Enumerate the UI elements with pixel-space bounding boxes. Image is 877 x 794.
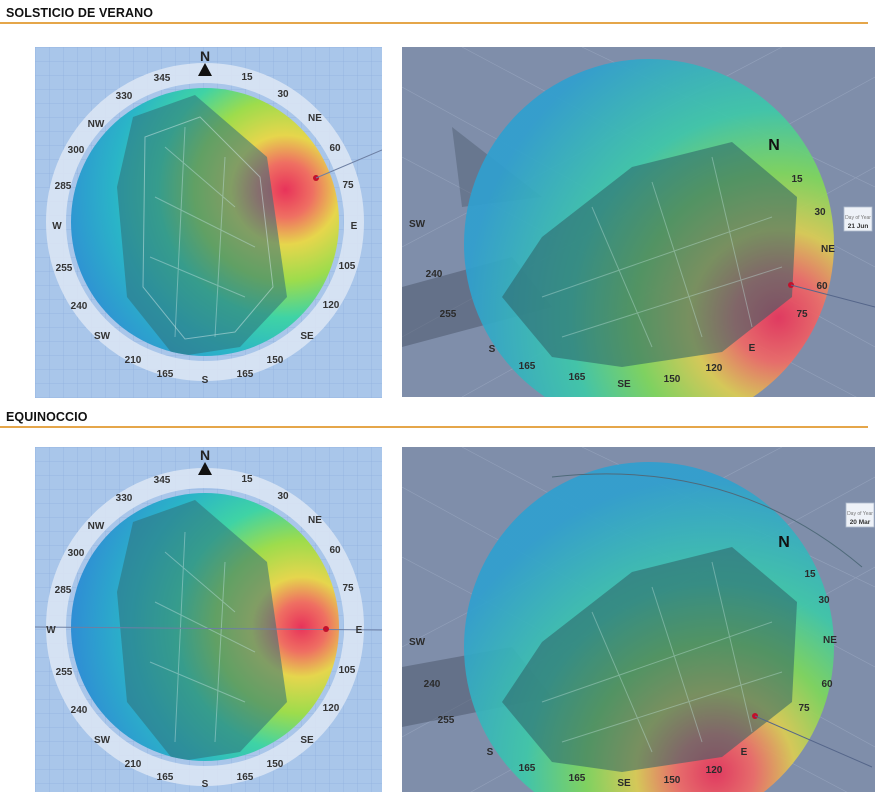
compass-labels: SW 240 255 S 165 165 SE 150 120 E 75 NE … [409, 569, 837, 789]
svg-text:SW: SW [409, 637, 426, 648]
solstice-top-view: N NW 330 345 15 30 NE 60 75 E 105 120 SE… [35, 47, 382, 398]
svg-text:240: 240 [71, 301, 88, 312]
svg-text:120: 120 [706, 765, 723, 776]
north-label: N [768, 137, 780, 154]
svg-text:165: 165 [237, 772, 254, 783]
svg-text:NE: NE [308, 515, 322, 526]
svg-text:150: 150 [664, 775, 681, 786]
svg-text:15: 15 [241, 474, 253, 485]
svg-text:75: 75 [342, 583, 354, 594]
date-label: 20 Mar [850, 519, 871, 526]
svg-text:345: 345 [154, 475, 171, 486]
svg-text:165: 165 [237, 369, 254, 380]
svg-text:E: E [741, 747, 748, 758]
svg-text:240: 240 [71, 705, 88, 716]
svg-text:210: 210 [125, 759, 142, 770]
svg-text:285: 285 [55, 585, 72, 596]
north-label: N [200, 447, 210, 463]
svg-text:165: 165 [569, 773, 586, 784]
svg-text:SE: SE [300, 331, 314, 342]
svg-text:255: 255 [440, 309, 457, 320]
svg-text:NW: NW [88, 119, 105, 130]
svg-text:15: 15 [804, 569, 816, 580]
compass-labels: NW 330 345 15 30 NE 60 75 E 105 120 SE 1… [52, 72, 357, 386]
svg-text:150: 150 [267, 759, 284, 770]
svg-text:NE: NE [823, 635, 837, 646]
svg-text:240: 240 [424, 679, 441, 690]
svg-text:330: 330 [116, 493, 133, 504]
svg-text:NW: NW [88, 521, 105, 532]
svg-text:30: 30 [277, 89, 289, 100]
svg-text:345: 345 [154, 73, 171, 84]
compass-labels: SW 240 255 S 165 165 SE 150 120 E 75 NE … [409, 174, 835, 390]
section-title-solstice: SOLSTICIO DE VERANO [6, 6, 154, 20]
svg-text:285: 285 [55, 181, 72, 192]
svg-text:60: 60 [329, 143, 341, 154]
svg-text:SE: SE [617, 379, 631, 390]
svg-text:30: 30 [277, 491, 289, 502]
svg-text:165: 165 [157, 369, 174, 380]
svg-text:30: 30 [814, 207, 826, 218]
svg-text:300: 300 [68, 548, 85, 559]
svg-text:75: 75 [798, 703, 810, 714]
svg-text:60: 60 [821, 679, 833, 690]
svg-text:60: 60 [329, 545, 341, 556]
svg-text:W: W [52, 221, 62, 232]
svg-text:105: 105 [339, 261, 356, 272]
svg-text:30: 30 [818, 595, 830, 606]
svg-text:NE: NE [308, 113, 322, 124]
svg-text:165: 165 [519, 361, 536, 372]
svg-text:210: 210 [125, 355, 142, 366]
svg-text:SE: SE [300, 735, 314, 746]
svg-text:SW: SW [94, 331, 111, 342]
svg-text:165: 165 [569, 372, 586, 383]
svg-text:75: 75 [342, 180, 354, 191]
svg-text:165: 165 [519, 763, 536, 774]
svg-text:W: W [46, 625, 56, 636]
svg-text:255: 255 [56, 667, 73, 678]
equinox-top-view: N NW 330 345 15 30 NE 60 75 E 105 120 SE… [35, 447, 382, 792]
svg-text:E: E [351, 221, 358, 232]
svg-text:60: 60 [816, 281, 828, 292]
equinox-perspective-view: Day of Year 20 Mar N SW 240 255 S 165 16… [402, 447, 875, 792]
svg-text:150: 150 [267, 355, 284, 366]
svg-text:120: 120 [323, 703, 340, 714]
svg-text:165: 165 [157, 772, 174, 783]
svg-text:75: 75 [796, 309, 808, 320]
section-divider [0, 22, 868, 24]
svg-text:S: S [202, 779, 209, 790]
svg-text:S: S [489, 344, 496, 355]
svg-text:330: 330 [116, 91, 133, 102]
svg-text:15: 15 [791, 174, 803, 185]
section-divider [0, 426, 868, 428]
compass-labels: NW 330 345 15 30 NE 60 75 E 105 120 SE 1… [46, 474, 362, 790]
svg-text:150: 150 [664, 374, 681, 385]
svg-text:255: 255 [438, 715, 455, 726]
svg-text:S: S [487, 747, 494, 758]
svg-text:Day of Year: Day of Year [845, 215, 871, 221]
svg-text:105: 105 [339, 665, 356, 676]
section-title-equinox: EQUINOCCIO [6, 410, 88, 424]
north-label: N [200, 48, 210, 64]
svg-text:S: S [202, 375, 209, 386]
svg-text:Day of Year: Day of Year [847, 511, 873, 517]
svg-text:15: 15 [241, 72, 253, 83]
svg-text:255: 255 [56, 263, 73, 274]
svg-text:120: 120 [706, 363, 723, 374]
svg-text:240: 240 [426, 269, 443, 280]
svg-text:120: 120 [323, 300, 340, 311]
svg-text:SE: SE [617, 778, 631, 789]
date-label: 21 Jun [848, 223, 869, 230]
svg-text:SW: SW [94, 735, 111, 746]
svg-text:300: 300 [68, 145, 85, 156]
svg-text:SW: SW [409, 219, 426, 230]
svg-text:E: E [749, 343, 756, 354]
solstice-perspective-view: Day of Year 21 Jun N SW 240 255 S 165 16… [402, 47, 875, 397]
svg-text:NE: NE [821, 244, 835, 255]
svg-text:E: E [356, 625, 363, 636]
north-label: N [778, 534, 790, 551]
